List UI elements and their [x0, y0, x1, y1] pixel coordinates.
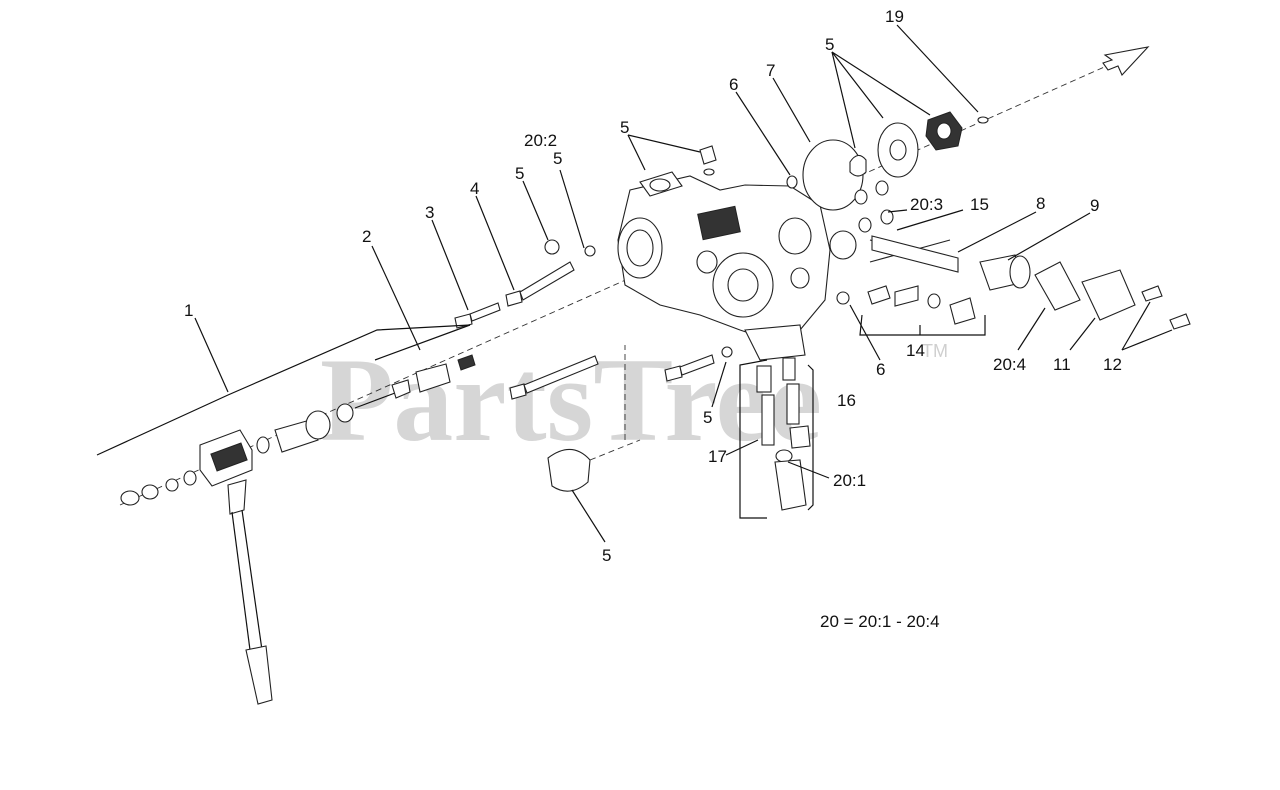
callout-15: 15 — [970, 195, 989, 214]
callout-14: 14 — [906, 341, 925, 360]
callout-6-a: 6 — [729, 75, 738, 94]
callout-20-2: 20:2 — [524, 131, 557, 150]
callout-5-f: 5 — [602, 546, 611, 565]
leader-lines — [194, 24, 1173, 543]
bracket-2 — [374, 324, 471, 361]
callout-16: 16 — [837, 391, 856, 410]
valve-assembly-16 — [782, 357, 811, 449]
direction-arrow-icon — [1102, 46, 1150, 76]
callout-19: 19 — [885, 7, 904, 26]
watermark: PartsTree — [320, 333, 822, 466]
relief-valve-14 — [836, 285, 976, 325]
axis-line-lower — [589, 439, 641, 461]
gasket-20-4 — [1034, 261, 1081, 311]
bolt-4 — [505, 261, 575, 307]
callout-20-3: 20:3 — [910, 195, 943, 214]
bracket-16 — [807, 364, 814, 511]
bolt-3 — [454, 302, 501, 329]
bolts-12 — [1141, 285, 1191, 330]
callout-20-4: 20:4 — [993, 355, 1026, 374]
gear-housing-5 — [849, 122, 919, 178]
callout-7: 7 — [766, 61, 775, 80]
callout-4: 4 — [470, 179, 479, 198]
sleeve-9 — [979, 254, 1031, 291]
plug-5-bottom — [547, 448, 591, 492]
callout-5-e: 5 — [703, 408, 712, 427]
callout-5-a: 5 — [515, 164, 524, 183]
valve-spring-15 — [829, 230, 959, 273]
cover-11 — [1081, 269, 1136, 321]
washer-5 — [721, 346, 733, 358]
valve-body — [617, 145, 831, 361]
callout-9: 9 — [1090, 196, 1099, 215]
callout-2: 2 — [362, 227, 371, 246]
part-20-formula: 20 = 20:1 - 20:4 — [820, 612, 940, 631]
callout-5-c: 5 — [620, 118, 629, 137]
callout-12: 12 — [1103, 355, 1122, 374]
seal-rings-20-3 — [854, 180, 894, 233]
callout-11: 11 — [1053, 355, 1071, 374]
key-19 — [977, 116, 989, 124]
callout-5-b: 5 — [553, 149, 562, 168]
callout-20-1: 20:1 — [833, 471, 866, 490]
fitting-5-a — [544, 239, 596, 257]
callout-6-b: 6 — [876, 360, 885, 379]
drive-gear-5 — [925, 111, 963, 151]
callout-5-d: 5 — [825, 35, 834, 54]
bracket-1 — [96, 324, 471, 456]
callout-3: 3 — [425, 203, 434, 222]
solenoid-assembly — [120, 354, 476, 705]
callout-8: 8 — [1036, 194, 1045, 213]
bolt-lower-1 — [509, 355, 599, 400]
watermark-trademark: TM — [922, 341, 948, 361]
callout-1: 1 — [184, 301, 193, 320]
bracket-17 — [739, 359, 768, 519]
bolt-lower-2 — [664, 354, 715, 382]
valve-assembly-17 — [756, 365, 807, 511]
pin-6-top — [786, 175, 798, 189]
callout-17: 17 — [708, 447, 727, 466]
callout-labels: 1 2 3 4 5 5 20:2 5 6 7 5 19 20:3 15 8 9 … — [184, 7, 1122, 565]
